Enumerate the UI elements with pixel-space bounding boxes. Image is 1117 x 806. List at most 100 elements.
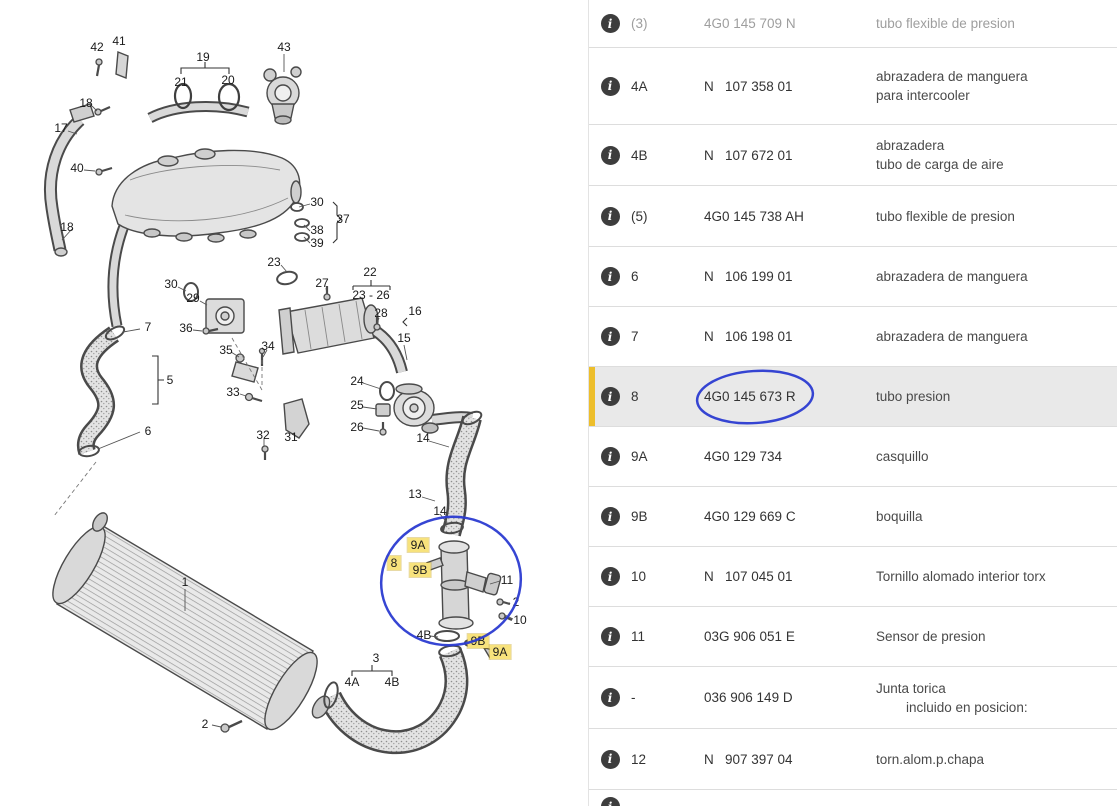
row-part: 4G0 129 734	[704, 449, 783, 464]
row-pos: 10	[631, 569, 647, 584]
info-icon[interactable]: i	[600, 76, 620, 96]
callout-4B: 4B	[416, 628, 432, 642]
callout-7: 7	[144, 320, 152, 334]
callout-18: 18	[79, 96, 93, 110]
row-desc: boquilla	[876, 509, 923, 524]
row-part: 4G0 145 709 N	[704, 16, 796, 31]
info-icon[interactable]: i	[600, 688, 620, 707]
callout-29: 29	[186, 291, 200, 305]
table-row[interactable]: i 9B 4G0 129 669 C boquilla	[589, 487, 1117, 547]
table-row[interactable]: i 12 N 907 397 04 torn.alom.p.chapa	[589, 729, 1117, 790]
row-pos: (5)	[631, 208, 648, 224]
table-row[interactable]: i 8 4G0 145 673 R tubo presion	[589, 367, 1117, 427]
info-icon[interactable]: i	[600, 567, 620, 586]
row-part: 4G0 145 673 R	[704, 389, 796, 404]
info-icon[interactable]: i	[600, 327, 620, 346]
callout-20: 20	[221, 73, 235, 87]
callout-19: 19	[196, 50, 210, 64]
row-part: N 107 672 01	[704, 147, 793, 163]
table-row[interactable]: i (3) 4G0 145 709 N tubo flexible de pre…	[589, 0, 1117, 48]
callout-18: 18	[60, 220, 74, 234]
callout-36: 36	[179, 321, 193, 335]
callout-8: 8	[387, 556, 401, 570]
callout-14: 14	[433, 504, 447, 518]
info-icon[interactable]: i	[600, 387, 620, 406]
row-pos: 8	[631, 389, 639, 404]
table-row[interactable]: i 10 N 107 045 01 Tornillo alomado inter…	[589, 547, 1117, 607]
row-part: 03G 906 051 E	[704, 629, 795, 644]
callout-23: 23	[267, 255, 281, 269]
callout-10: 10	[513, 613, 527, 627]
callout-24: 24	[350, 374, 364, 388]
row-desc: Tornillo alomado interior torx	[876, 569, 1046, 584]
info-icon[interactable]: i	[600, 267, 620, 286]
row-pos: 4A	[631, 78, 648, 94]
callout-22: 22	[363, 265, 377, 279]
row-desc: Sensor de presion	[876, 629, 986, 644]
row-part: N 106 199 01	[704, 269, 793, 284]
table-row-partial: i	[589, 790, 1117, 806]
callout-9A: 9A	[407, 538, 429, 552]
callout-35: 35	[219, 343, 233, 357]
callout-37: 37	[336, 212, 350, 226]
callout-4A: 4A	[344, 675, 360, 689]
row-part: N 907 397 04	[704, 751, 793, 767]
table-row[interactable]: i 9A 4G0 129 734 casquillo	[589, 427, 1117, 487]
row-desc: tubo flexible de presion	[876, 208, 1015, 224]
callout-43: 43	[277, 40, 291, 54]
callout-15: 15	[397, 331, 411, 345]
callout-23-26: 23 - 26	[352, 288, 390, 302]
info-icon[interactable]: i	[600, 749, 620, 769]
table-row[interactable]: i 4A N 107 358 01 abrazadera de manguera…	[589, 48, 1117, 125]
callout-32: 32	[256, 428, 270, 442]
info-icon[interactable]: i	[600, 14, 620, 33]
callout-9A: 9A	[489, 645, 511, 659]
row-desc: abrazadera de manguera	[876, 269, 1028, 284]
callout-42: 42	[90, 40, 104, 54]
row-pos: (3)	[631, 16, 648, 31]
table-row[interactable]: i 11 03G 906 051 E Sensor de presion	[589, 607, 1117, 667]
callout-40: 40	[70, 161, 84, 175]
row-part: 036 906 149 D	[704, 690, 793, 705]
row-pos: 7	[631, 329, 639, 344]
callout-28: 28	[374, 306, 388, 320]
row-pos: 9B	[631, 509, 648, 524]
table-row[interactable]: i 7 N 106 198 01 abrazadera de manguera	[589, 307, 1117, 367]
row-pos: 4B	[631, 147, 648, 163]
callout-9B: 9B	[409, 563, 431, 577]
parts-table-body: i (3) 4G0 145 709 N tubo flexible de pre…	[589, 0, 1117, 790]
callout-38: 38	[310, 223, 324, 237]
info-icon[interactable]: i	[600, 627, 620, 646]
info-icon[interactable]: i	[600, 447, 620, 466]
callout-30: 30	[310, 195, 324, 209]
info-icon[interactable]: i	[600, 507, 620, 526]
row-pos: -	[631, 690, 636, 705]
table-row[interactable]: i 6 N 106 199 01 abrazadera de manguera	[589, 247, 1117, 307]
callout-3: 3	[372, 651, 380, 665]
callout-6: 6	[144, 424, 152, 438]
info-icon[interactable]: i	[600, 145, 620, 165]
info-icon[interactable]: i	[600, 206, 620, 226]
row-part: 4G0 145 738 AH	[704, 208, 804, 224]
row-part: N 107 045 01	[704, 569, 793, 584]
callout-2: 2	[512, 595, 520, 609]
row-desc: tubo presion	[876, 389, 951, 404]
table-row[interactable]: i (5) 4G0 145 738 AH tubo flexible de pr…	[589, 186, 1117, 247]
callout-14: 14	[416, 431, 430, 445]
row-desc: tubo flexible de presion	[876, 16, 1015, 31]
row-pos: 12	[631, 751, 647, 767]
row-desc: casquillo	[876, 449, 929, 464]
callout-34: 34	[261, 339, 275, 353]
callout-1: 1	[181, 575, 189, 589]
callout-26: 26	[350, 420, 364, 434]
callout-5: 5	[166, 373, 174, 387]
row-part: N 107 358 01	[704, 78, 793, 94]
row-part: N 106 198 01	[704, 329, 793, 344]
callout-11: 11	[500, 573, 514, 587]
